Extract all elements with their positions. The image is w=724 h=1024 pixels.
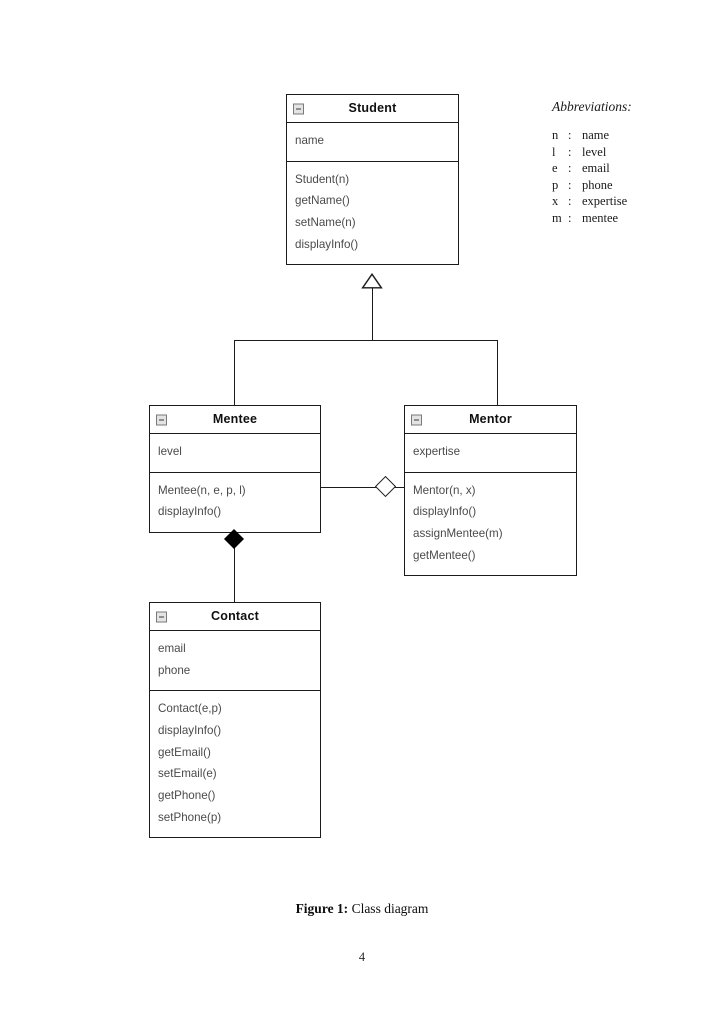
uml-method: setName(n) [295, 216, 356, 230]
uml-method: getName() [295, 194, 350, 208]
uml-attribute: expertise [413, 445, 461, 458]
abbreviation-item: l : level [552, 144, 632, 161]
generalization-arrowhead-icon [361, 273, 383, 289]
abbreviation-value: name [582, 128, 610, 142]
uml-class-contact-methods: Contact(e,p) displayInfo() getEmail() se… [150, 691, 320, 837]
abbreviation-key: p [552, 177, 559, 192]
abbreviation-item: x : expertise [552, 193, 632, 210]
abbreviation-separator: : [568, 194, 572, 209]
aggregation-diamond-icon [374, 475, 397, 498]
abbreviation-item: p : phone [552, 177, 632, 194]
uml-class-student-methods: Student(n) getName() setName(n) displayI… [287, 162, 458, 265]
uml-class-mentor[interactable]: Mentor expertise Mentor(n, x) displayInf… [404, 405, 577, 577]
uml-class-contact-header: Contact [150, 603, 320, 631]
minus-collapse-icon[interactable] [156, 414, 167, 425]
uml-attribute: level [158, 445, 182, 458]
uml-class-mentee[interactable]: Mentee level Mentee(n, e, p, l) displayI… [149, 405, 321, 534]
generalization-branch-mentee [234, 340, 236, 406]
uml-class-mentor-methods: Mentor(n, x) displayInfo() assignMentee(… [405, 473, 576, 576]
uml-method: Student(n) [295, 172, 350, 186]
uml-class-student-attributes: name [287, 123, 458, 162]
abbreviation-separator: : [568, 177, 572, 192]
generalization-branch-mentor [496, 340, 498, 406]
uml-class-mentee-attributes: level [150, 434, 320, 473]
abbreviation-item: m : mentee [552, 210, 632, 227]
uml-method: displayInfo() [158, 505, 222, 519]
abbreviation-separator: : [568, 161, 572, 176]
uml-attribute: email [158, 642, 186, 655]
abbreviation-value: mentee [582, 210, 619, 225]
uml-class-contact-attributes: email phone [150, 631, 320, 692]
abbreviation-key: x [552, 194, 559, 209]
uml-class-contact[interactable]: Contact email phone Contact(e,p) display… [149, 602, 321, 839]
uml-method: getEmail() [158, 745, 211, 759]
uml-class-contact-title: Contact [211, 609, 259, 624]
minus-collapse-icon[interactable] [293, 103, 304, 114]
generalization-stem-student [371, 288, 373, 341]
uml-class-student-header: Student [287, 95, 458, 123]
minus-collapse-icon[interactable] [411, 414, 422, 425]
abbreviation-separator: : [568, 210, 572, 225]
uml-method: setPhone(p) [158, 810, 222, 824]
aggregation-line-mentee-mentor [321, 486, 405, 488]
composition-line-mentee-contact [233, 533, 235, 605]
uml-method: displayInfo() [295, 237, 359, 251]
abbreviation-key: m [552, 210, 562, 225]
uml-method: displayInfo() [413, 505, 477, 519]
uml-attribute: name [295, 134, 325, 147]
abbreviations-legend: Abbreviations: n : name l : level e : em… [552, 99, 632, 227]
uml-class-student[interactable]: Student name Student(n) getName() setNam… [286, 94, 459, 266]
figure-caption-text: Class diagram [348, 901, 429, 916]
figure-caption-label: Figure 1: [295, 901, 349, 916]
uml-class-mentee-header: Mentee [150, 406, 320, 434]
uml-class-mentor-header: Mentor [405, 406, 576, 434]
abbreviation-key: e [552, 161, 558, 176]
uml-method: assignMentee(m) [413, 527, 503, 541]
uml-class-student-title: Student [348, 101, 397, 116]
uml-class-mentee-methods: Mentee(n, e, p, l) displayInfo() [150, 473, 320, 532]
abbreviation-value: phone [582, 177, 613, 192]
abbreviation-key: n [552, 128, 559, 142]
abbreviation-item: n : name [552, 127, 632, 144]
abbreviation-separator: : [568, 144, 572, 159]
abbreviations-title: Abbreviations: [552, 99, 632, 114]
page-number: 4 [358, 950, 366, 964]
uml-method: Contact(e,p) [158, 702, 222, 716]
uml-method: Mentee(n, e, p, l) [158, 483, 246, 497]
abbreviation-value: email [582, 161, 610, 176]
abbreviation-value: expertise [582, 194, 628, 209]
uml-method: getMentee() [413, 548, 476, 562]
minus-collapse-icon[interactable] [156, 611, 167, 622]
abbreviation-item: e : email [552, 160, 632, 177]
uml-method: setEmail(e) [158, 767, 217, 781]
figure-caption: Figure 1: Class diagram [0, 901, 724, 917]
uml-method: Mentor(n, x) [413, 483, 476, 497]
abbreviation-separator: : [568, 128, 572, 142]
uml-attribute: phone [158, 663, 191, 677]
uml-class-mentor-title: Mentor [469, 412, 512, 427]
uml-class-mentor-attributes: expertise [405, 434, 576, 473]
uml-method: getPhone() [158, 789, 216, 803]
abbreviation-value: level [582, 144, 607, 159]
abbreviation-key: l [552, 144, 556, 159]
generalization-crossbar [234, 340, 498, 342]
uml-class-mentee-title: Mentee [212, 412, 258, 427]
uml-method: displayInfo() [158, 724, 222, 738]
